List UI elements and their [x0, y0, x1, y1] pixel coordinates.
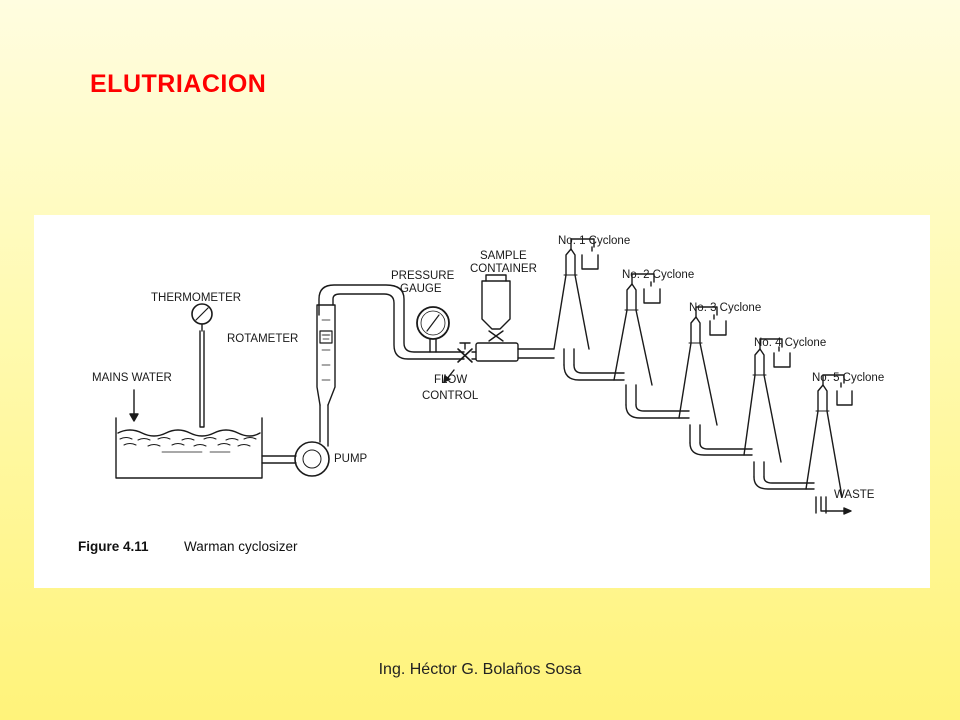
cyclone-4: [743, 338, 815, 490]
slide-title: ELUTRIACION: [90, 70, 267, 98]
pump-label: PUMP: [334, 453, 368, 465]
cyclone-5: [805, 374, 853, 515]
sample-container-label-line2: CONTAINER: [470, 263, 537, 275]
cyclone-1: [553, 238, 625, 381]
figure-caption: Warman cyclosizer: [184, 539, 298, 554]
slide-footer: Ing. Héctor G. Bolaños Sosa: [378, 661, 582, 678]
rotameter: [316, 284, 465, 406]
cyclone-4-label: No. 4 Cyclone: [754, 337, 826, 349]
pressure-gauge-label-line2: GAUGE: [400, 283, 442, 295]
cyclone-2-label: No. 2 Cyclone: [622, 269, 694, 281]
thermometer-label: THERMOMETER: [151, 292, 241, 304]
cyclone-5-label: No. 5 Cyclone: [812, 372, 884, 384]
sample-container-label-line1: SAMPLE: [480, 250, 527, 262]
sample-container: [471, 274, 555, 362]
cyclone-1-label: No. 1 Cyclone: [558, 235, 630, 247]
flow-control-label-line2: CONTROL: [422, 390, 479, 402]
cyclone-2: [613, 273, 690, 419]
mains-water-label: MAINS WATER: [92, 372, 172, 384]
thermometer: [191, 303, 213, 428]
warman-cyclosizer-figure: THERMOMETER ROTAMETER MAINS WATER PUMP P…: [34, 215, 930, 588]
waste-label: WASTE: [834, 489, 875, 501]
cyclosizer-diagram: THERMOMETER ROTAMETER MAINS WATER PUMP P…: [78, 235, 884, 554]
cyclone-3-label: No. 3 Cyclone: [689, 302, 761, 314]
flow-control-label-line1: FLOW: [434, 374, 467, 386]
pressure-gauge-label-line1: PRESSURE: [391, 270, 455, 282]
cyclone-3: [678, 306, 753, 456]
pressure-gauge: [416, 306, 450, 353]
rotameter-label: ROTAMETER: [227, 333, 298, 345]
tank-outlet-pipe: [261, 455, 297, 464]
water-tank: [115, 389, 263, 479]
figure-number: Figure 4.11: [78, 539, 149, 554]
pump: [294, 404, 330, 477]
flow-control-valve: [443, 342, 473, 383]
